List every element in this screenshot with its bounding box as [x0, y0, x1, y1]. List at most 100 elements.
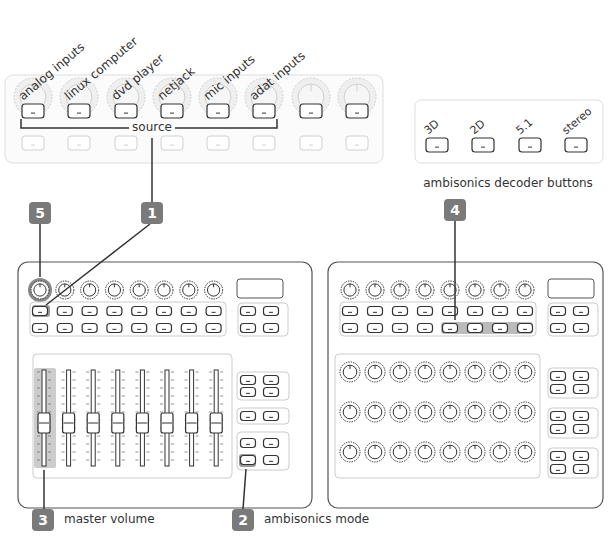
leader-line — [454, 221, 456, 320]
callout-number: 5 — [35, 205, 45, 221]
button — [161, 136, 183, 150]
callout-number: 2 — [232, 509, 254, 531]
group-label: source — [129, 121, 175, 134]
button — [468, 324, 483, 333]
button — [518, 307, 533, 316]
knob — [416, 281, 434, 299]
button — [493, 307, 508, 316]
button — [574, 324, 589, 333]
knob — [390, 362, 410, 382]
button — [574, 452, 589, 461]
button — [346, 104, 368, 118]
knob — [340, 442, 360, 462]
button — [253, 136, 275, 150]
knob — [440, 442, 460, 462]
button — [264, 324, 279, 333]
knob — [81, 281, 99, 299]
knob — [391, 281, 409, 299]
panel-label: ambisonics decoder buttons — [423, 177, 593, 190]
knob — [490, 402, 510, 422]
button — [241, 307, 256, 316]
button — [68, 104, 90, 118]
button-group — [548, 368, 598, 398]
fader — [209, 370, 223, 466]
button — [574, 465, 589, 474]
fader — [62, 370, 76, 466]
button — [346, 136, 368, 150]
button — [418, 324, 433, 333]
knob — [441, 281, 459, 299]
callout-number: 2 — [238, 512, 248, 528]
button — [132, 324, 147, 333]
button — [157, 324, 172, 333]
callout-number: 3 — [38, 512, 48, 528]
knob — [491, 281, 509, 299]
button-group — [238, 303, 288, 336]
button — [300, 136, 322, 150]
button — [107, 324, 122, 333]
knob — [490, 362, 510, 382]
button — [207, 104, 229, 118]
button — [443, 324, 458, 333]
knob — [340, 362, 360, 382]
fader — [185, 370, 199, 466]
knob — [515, 362, 535, 382]
knob — [516, 281, 534, 299]
fader-panel — [33, 354, 232, 478]
button — [22, 104, 44, 118]
button — [468, 307, 483, 316]
controller-housing — [328, 262, 603, 508]
knob-panel — [335, 354, 540, 478]
highlight — [28, 278, 52, 302]
button — [82, 307, 97, 316]
button — [115, 104, 137, 118]
button — [57, 324, 72, 333]
button-group — [237, 372, 289, 400]
knob — [415, 402, 435, 422]
knob — [490, 442, 510, 462]
button — [393, 307, 408, 316]
knob — [105, 281, 123, 299]
button — [241, 412, 256, 421]
button — [418, 307, 433, 316]
button — [207, 136, 229, 150]
button — [551, 452, 566, 461]
button — [551, 324, 566, 333]
fader — [86, 370, 100, 466]
fader — [135, 370, 149, 466]
button — [426, 138, 448, 152]
knob — [341, 281, 359, 299]
highlight — [441, 322, 533, 334]
button — [57, 307, 72, 316]
knob — [390, 442, 410, 462]
button — [181, 307, 196, 316]
knob — [515, 442, 535, 462]
button — [264, 388, 279, 397]
button — [551, 372, 566, 381]
button — [300, 104, 322, 118]
knob — [390, 402, 410, 422]
button — [264, 439, 279, 448]
button — [551, 425, 566, 434]
knob — [365, 442, 385, 462]
button — [161, 104, 183, 118]
leader-line — [243, 469, 246, 509]
callout-number: 5 — [29, 202, 51, 224]
button — [264, 456, 279, 465]
knob — [340, 402, 360, 422]
button — [33, 324, 48, 333]
knob — [130, 281, 148, 299]
knob — [415, 362, 435, 382]
button — [393, 324, 408, 333]
callout-number: 4 — [450, 202, 460, 218]
button — [241, 376, 256, 385]
button — [472, 138, 494, 152]
source-panel — [5, 75, 383, 163]
button — [343, 324, 358, 333]
button — [493, 324, 508, 333]
button — [551, 412, 566, 421]
highlight — [32, 305, 50, 317]
callout-number: 1 — [141, 202, 163, 224]
knob — [31, 281, 49, 299]
callout-number: 1 — [147, 205, 157, 221]
